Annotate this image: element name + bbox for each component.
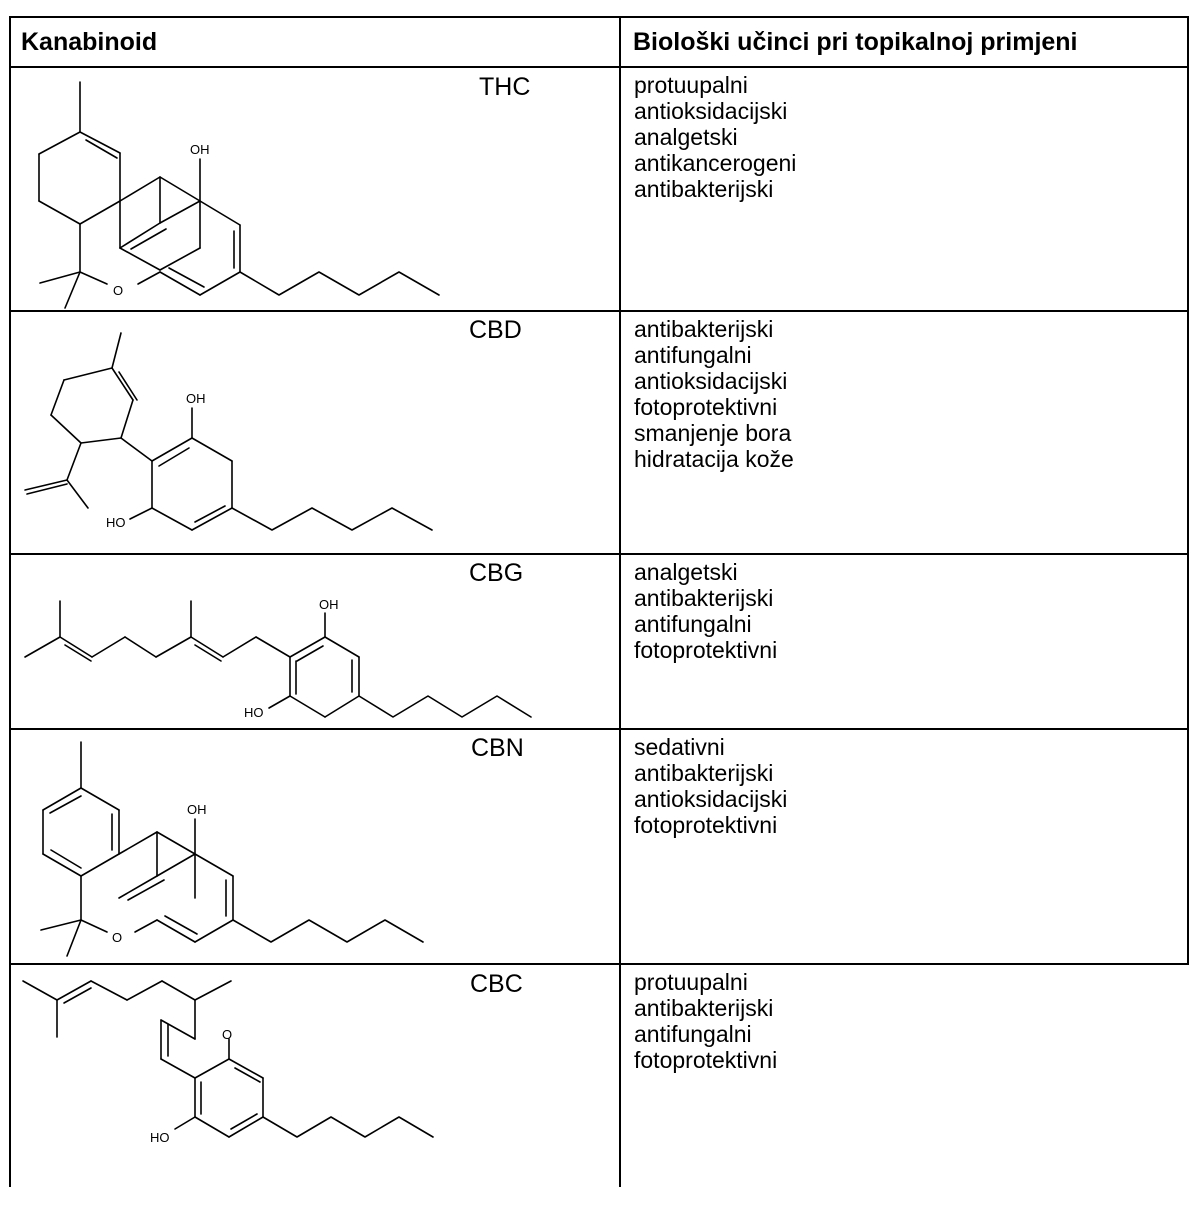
- effect-item: antifungalni: [634, 1021, 752, 1047]
- cannabinoid-name-cbg: CBG: [469, 559, 524, 587]
- row-separator: [9, 553, 1189, 555]
- effects-list-cbc: protuupalni antibakterijski antifungalni…: [634, 969, 777, 1073]
- table-border-left: [9, 16, 11, 1187]
- effect-item: smanjenje bora: [634, 420, 792, 446]
- effect-item: antibakterijski: [634, 176, 774, 202]
- effect-item: fotoprotektivni: [634, 812, 778, 838]
- row-separator: [9, 310, 1189, 312]
- atom-oh: OH: [187, 802, 207, 817]
- atom-oh: OH: [190, 142, 210, 157]
- cbg-structure: OH HO: [11, 555, 619, 795]
- thc-structure: OH O: [11, 68, 619, 309]
- table-row-cbd: OH HO CBD antibakterijski antifungalni a…: [9, 312, 1189, 553]
- effect-item: protuupalni: [634, 969, 748, 995]
- effect-item: antioksidacijski: [634, 786, 788, 812]
- effect-item: fotoprotektivni: [634, 637, 778, 663]
- column-separator: [619, 16, 621, 1187]
- cbn-structure: OH O: [11, 730, 619, 970]
- effect-item: analgetski: [634, 559, 738, 585]
- cbc-structure: O HO: [11, 965, 619, 1205]
- atom-o: O: [113, 283, 123, 298]
- cannabinoid-name-cbd: CBD: [469, 316, 522, 344]
- effects-list-cbd: antibakterijski antifungalni antioksidac…: [634, 316, 794, 472]
- effect-item: antikancerogeni: [634, 150, 797, 176]
- effect-item: antifungalni: [634, 342, 752, 368]
- atom-ho: HO: [150, 1130, 170, 1145]
- effect-item: fotoprotektivni: [634, 1047, 778, 1073]
- row-separator: [9, 728, 1189, 730]
- row-separator: [9, 963, 1189, 965]
- effect-item: fotoprotektivni: [634, 394, 778, 420]
- header-kanabinoid: Kanabinoid: [21, 28, 158, 56]
- table-row-cbc: O HO CBC protuupalni antibakterijski ant…: [9, 965, 1189, 1187]
- effect-item: antifungalni: [634, 611, 752, 637]
- effects-list-thc: protuupalni antioksidacijski analgetski …: [634, 72, 796, 202]
- cannabinoid-name-cbn: CBN: [471, 734, 524, 762]
- atom-o: O: [222, 1027, 232, 1042]
- atom-ho-bottom: HO: [106, 515, 126, 530]
- cannabinoid-table: Kanabinoid Biološki učinci pri topikalno…: [9, 16, 1189, 1187]
- effect-item: sedativni: [634, 734, 725, 760]
- effect-item: antioksidacijski: [634, 368, 788, 394]
- effects-list-cbn: sedativni antibakterijski antioksidacijs…: [634, 734, 787, 838]
- table-border-right: [1187, 16, 1189, 963]
- header-separator: [9, 66, 1189, 68]
- effects-list-cbg: analgetski antibakterijski antifungalni …: [634, 559, 777, 663]
- header-bioloski-ucinci: Biološki učinci pri topikalnoj primjeni: [633, 28, 1078, 56]
- effect-item: antibakterijski: [634, 316, 774, 342]
- cannabinoid-name-cbc: CBC: [470, 970, 523, 998]
- table-border-top: [9, 16, 1189, 18]
- atom-ho-bottom: HO: [244, 705, 264, 720]
- effect-item: antibakterijski: [634, 760, 774, 786]
- cannabinoid-name-thc: THC: [479, 73, 531, 101]
- cbd-structure: OH HO: [11, 312, 619, 552]
- effect-item: protuupalni: [634, 72, 748, 98]
- effect-item: antioksidacijski: [634, 98, 788, 124]
- effect-item: hidratacija kože: [634, 446, 794, 472]
- atom-oh-top: OH: [186, 391, 206, 406]
- table-row-cbg: OH HO CBG analgetski antibakterijski ant…: [9, 555, 1189, 728]
- atom-oh-top: OH: [319, 597, 339, 612]
- effect-item: antibakterijski: [634, 995, 774, 1021]
- atom-o: O: [112, 930, 122, 945]
- table-row-cbn: OH O CBN sedativni antibakterijski antio…: [9, 730, 1189, 963]
- table-row-thc: OH O THC protuupalni antioksidacijski an…: [9, 68, 1189, 310]
- effect-item: antibakterijski: [634, 585, 774, 611]
- effect-item: analgetski: [634, 124, 738, 150]
